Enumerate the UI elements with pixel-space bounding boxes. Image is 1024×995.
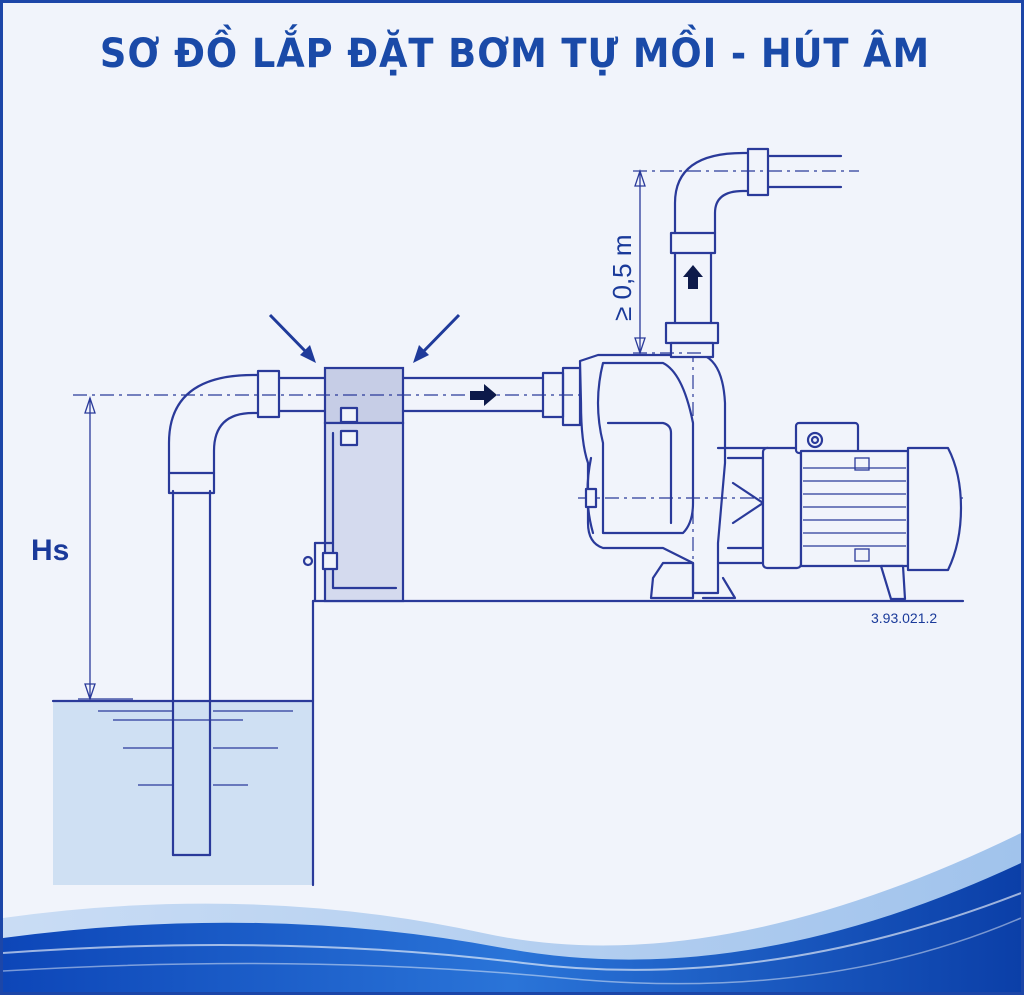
page-title: SƠ ĐỒ LẮP ĐẶT BƠM TỰ MỒI - HÚT ÂM	[99, 31, 931, 77]
water-ripples	[98, 710, 293, 786]
pump-body	[578, 347, 963, 600]
discharge-pipe	[664, 147, 843, 359]
decorative-waves	[3, 833, 1021, 992]
electric-motor	[761, 421, 963, 601]
water-body	[53, 701, 313, 885]
cooling-fins	[803, 467, 906, 547]
pipe-bracket	[302, 366, 405, 603]
diagonal-arrow-icon	[268, 313, 461, 363]
installation-diagram: Hs	[3, 147, 1021, 992]
arrow-right-icon	[470, 384, 497, 406]
arrow-up-icon	[683, 265, 703, 289]
suction-pipe	[167, 369, 327, 857]
discharge-height-dimension: ≥ 0,5 m	[607, 168, 646, 356]
horizontal-suction-pipe	[401, 366, 582, 427]
suction-height-label: Hs	[31, 534, 69, 567]
suction-height-dimension: Hs	[31, 395, 133, 702]
water-reservoir	[51, 599, 315, 887]
fan-cover	[906, 446, 963, 572]
drawing-code: 3.93.021.2	[871, 610, 937, 626]
terminal-box	[794, 421, 860, 455]
discharge-height-label: ≥ 0,5 m	[607, 234, 637, 321]
